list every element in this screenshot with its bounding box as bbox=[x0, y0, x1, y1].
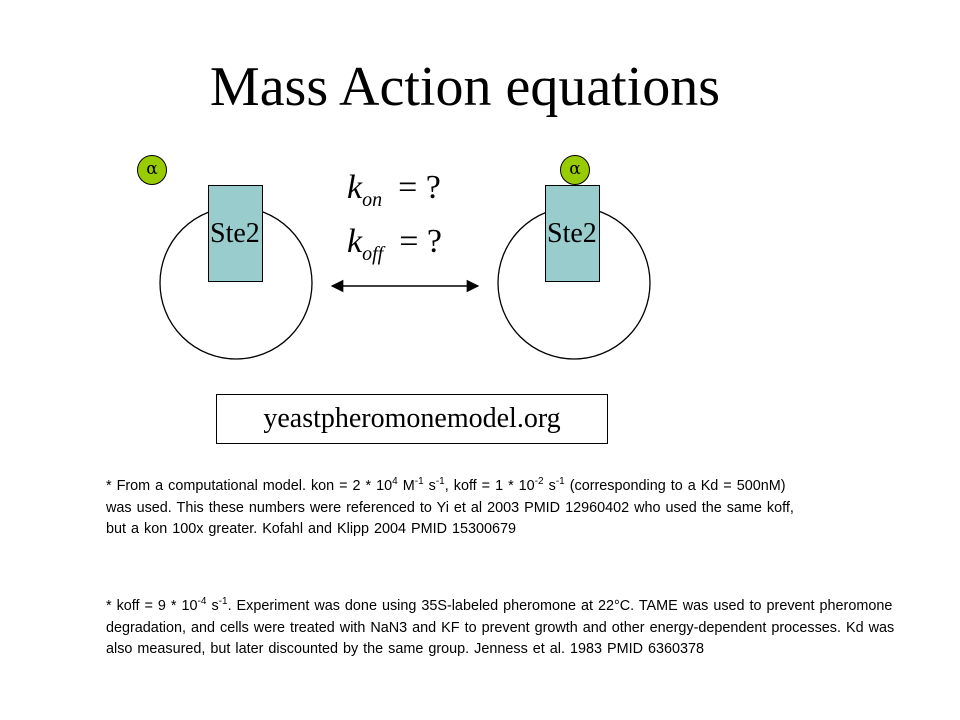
note1-part3: s bbox=[423, 478, 436, 494]
note1-part1: * From a computational model. kon = 2 * … bbox=[106, 478, 393, 494]
note1-sup4: -2 bbox=[534, 476, 544, 487]
note2-part2: s bbox=[206, 598, 219, 614]
slide-title: Mass Action equations bbox=[209, 56, 721, 118]
koff-relation: = ? bbox=[399, 223, 442, 260]
koff-equation: koff = ? bbox=[347, 222, 442, 265]
koff-subscript: off bbox=[362, 243, 384, 265]
receptor-right-label: Ste2 bbox=[547, 218, 597, 249]
note1-part2: M bbox=[397, 478, 415, 494]
note1-sup5: -1 bbox=[555, 476, 565, 487]
kon-equation: kon = ? bbox=[347, 168, 441, 211]
note1-part6: (corresponding to a Kd = 500nM) was used… bbox=[106, 478, 794, 537]
note1-part5: s bbox=[543, 478, 556, 494]
note2-part3: . Experiment was done using 35S-labeled … bbox=[106, 598, 895, 657]
ligand-alpha-left: α bbox=[137, 155, 167, 185]
koff-symbol: k bbox=[347, 223, 363, 260]
footnote-experiment: * koff = 9 * 10-4 s-1. Experiment was do… bbox=[106, 596, 896, 661]
note1-sup2: -1 bbox=[414, 476, 424, 487]
note2-sup1: -4 bbox=[197, 596, 207, 607]
website-url-box: yeastpheromonemodel.org bbox=[216, 394, 608, 444]
ligand-alpha-right: α bbox=[560, 155, 590, 185]
note1-part4: , koff = 1 * 10 bbox=[444, 478, 535, 494]
kon-relation: = ? bbox=[398, 169, 441, 206]
kon-symbol: k bbox=[347, 169, 363, 206]
note2-sup2: -1 bbox=[218, 596, 228, 607]
receptor-left bbox=[208, 185, 263, 282]
note1-sup1: 4 bbox=[392, 476, 398, 487]
footnote-computational-model: * From a computational model. kon = 2 * … bbox=[106, 476, 806, 541]
note1-sup3: -1 bbox=[435, 476, 445, 487]
receptor-left-label: Ste2 bbox=[210, 218, 260, 249]
receptor-right bbox=[545, 185, 600, 282]
kon-subscript: on bbox=[362, 189, 383, 211]
note2-part1: * koff = 9 * 10 bbox=[106, 598, 198, 614]
